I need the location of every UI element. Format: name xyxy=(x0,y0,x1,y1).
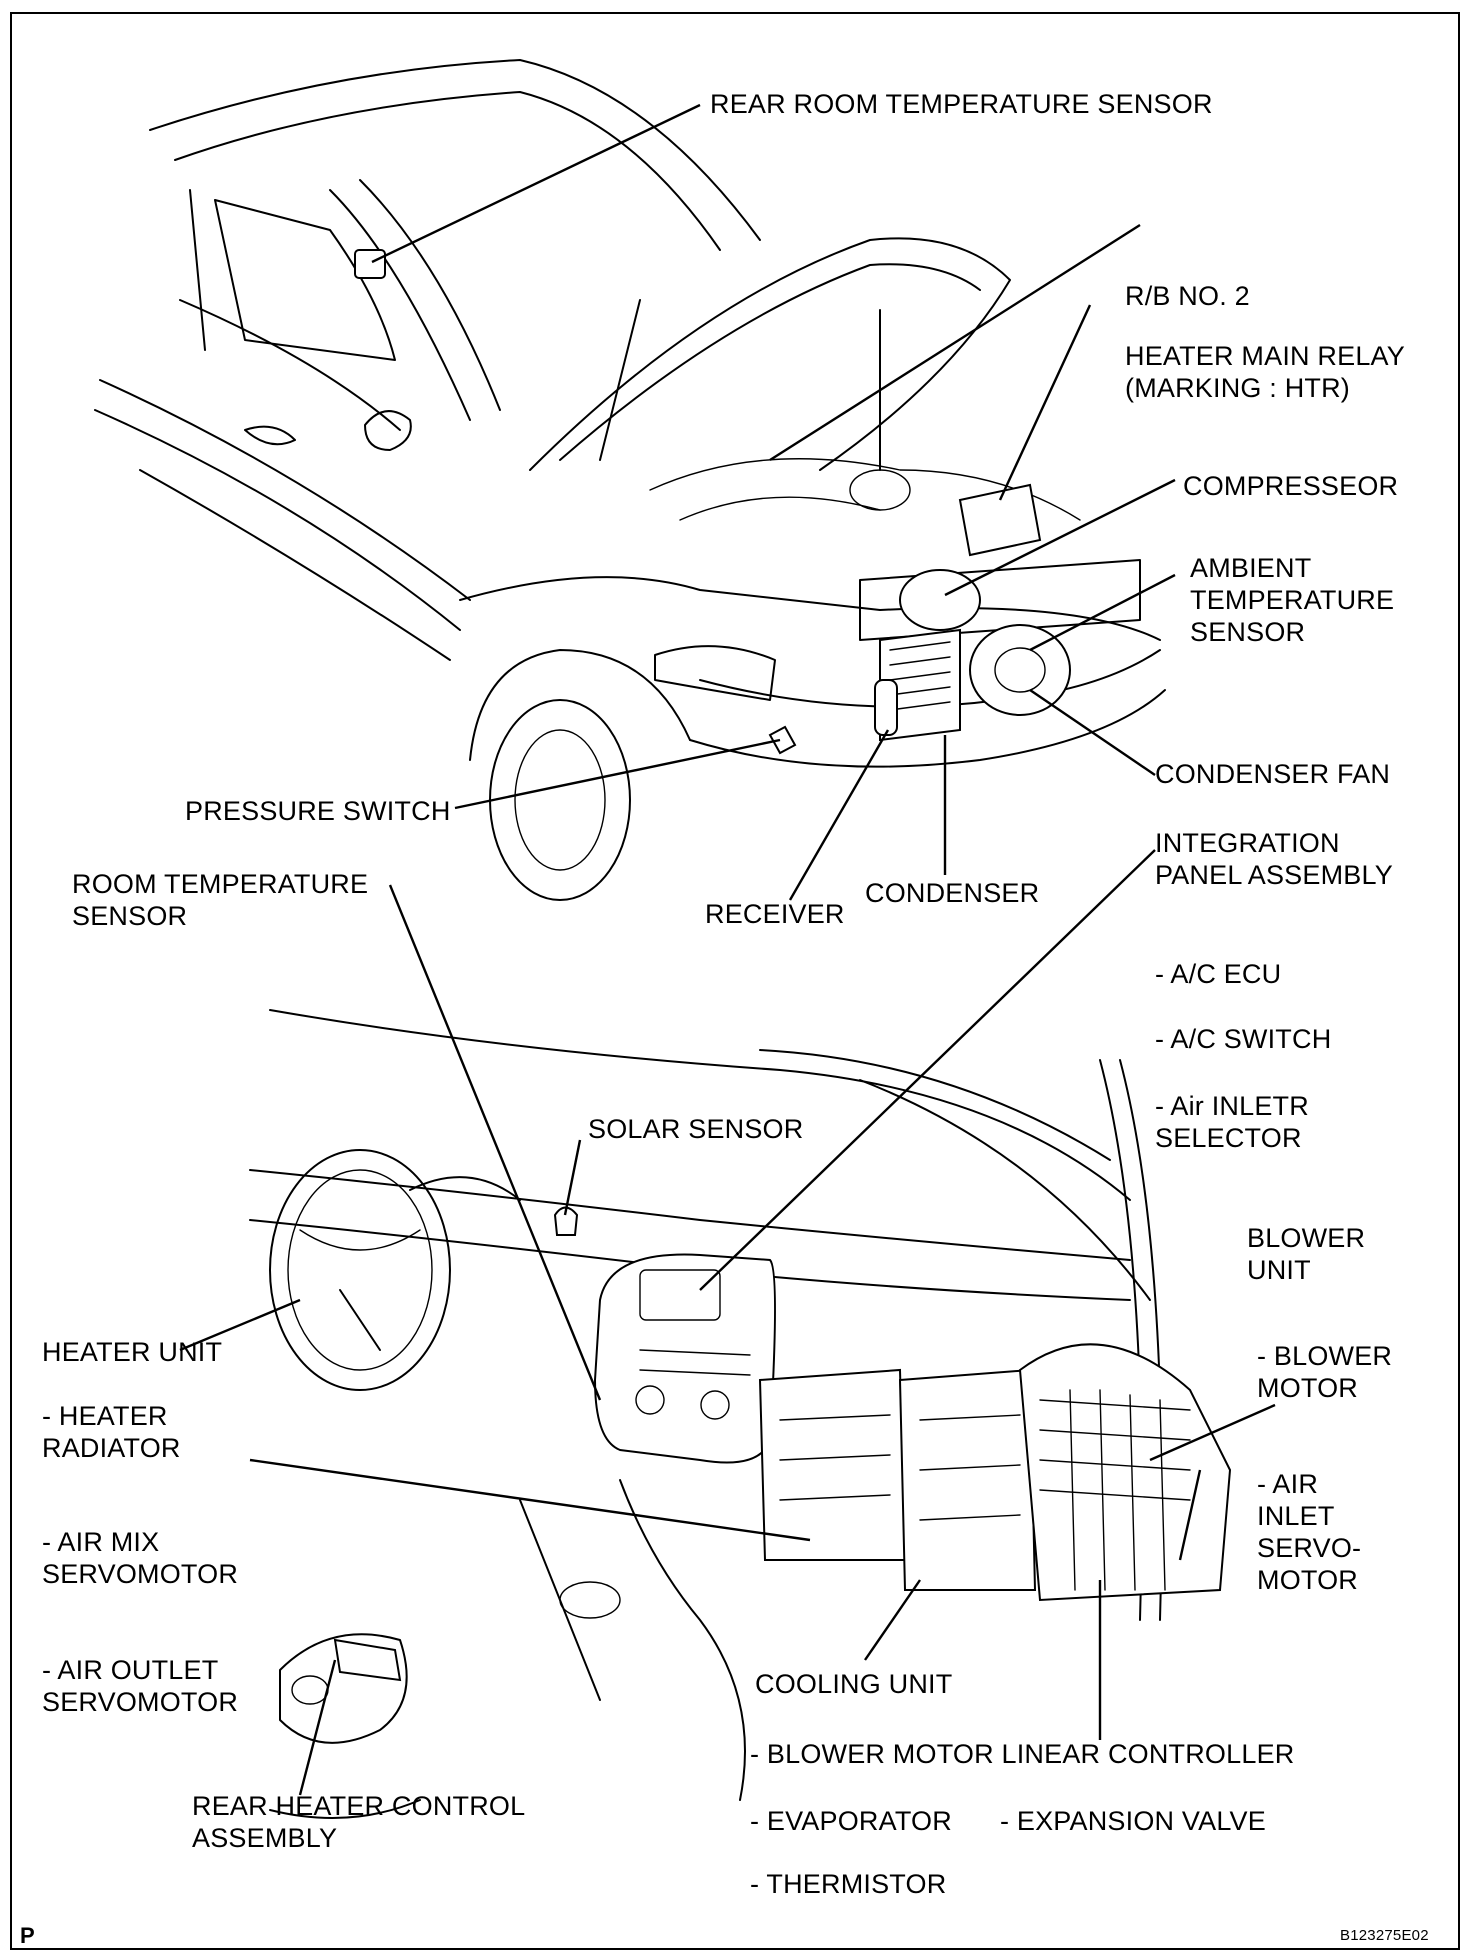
label-rear-heater-control-assembly: REAR HEATER CONTROL ASSEMBLY xyxy=(192,1791,526,1853)
label-air-inlet-selector: - Air INLETR SELECTOR xyxy=(1155,1091,1309,1153)
label-room-temperature-sensor: ROOM TEMPERATURE SENSOR xyxy=(72,869,369,931)
label-ac-switch: - A/C SWITCH xyxy=(1155,1024,1332,1054)
label-heater-radiator: - HEATER RADIATOR xyxy=(42,1401,181,1463)
label-ac-ecu: - A/C ECU xyxy=(1155,959,1282,989)
label-expansion-valve: - EXPANSION VALVE xyxy=(1000,1806,1266,1836)
label-condenser-fan: CONDENSER FAN xyxy=(1155,759,1391,789)
label-pressure-switch: PRESSURE SWITCH xyxy=(185,796,451,826)
label-heater-unit: HEATER UNIT xyxy=(42,1337,223,1367)
diagram-frame xyxy=(10,12,1460,1950)
leader-lines xyxy=(179,103,1276,1796)
label-heater-main-relay: HEATER MAIN RELAY (MARKING : HTR) xyxy=(1125,341,1405,403)
label-air-mix-servomotor: - AIR MIX SERVOMOTOR xyxy=(42,1527,239,1589)
label-cooling-unit: COOLING UNIT xyxy=(755,1669,953,1699)
dashboard-interior-drawing xyxy=(249,1009,1232,1819)
label-integration-panel-assembly: INTEGRATION PANEL ASSEMBLY xyxy=(1155,828,1393,890)
vehicle-exterior-drawing xyxy=(94,59,1166,901)
label-blower-unit: BLOWER UNIT xyxy=(1247,1223,1366,1285)
label-receiver: RECEIVER xyxy=(705,899,845,929)
label-blower-motor: - BLOWER MOTOR xyxy=(1257,1341,1393,1403)
label-condenser: CONDENSER xyxy=(865,878,1040,908)
label-rear-room-temperature-sensor: REAR ROOM TEMPERATURE SENSOR xyxy=(710,89,1213,119)
label-evaporator: - EVAPORATOR xyxy=(750,1806,952,1836)
figure-code: B123275E02 xyxy=(1340,1927,1429,1944)
label-solar-sensor: SOLAR SENSOR xyxy=(588,1114,804,1144)
label-compressor: COMPRESSEOR xyxy=(1183,471,1399,501)
label-air-outlet-servomotor: - AIR OUTLET SERVOMOTOR xyxy=(42,1655,239,1717)
corner-mark: P xyxy=(20,1923,35,1948)
label-ambient-temperature-sensor: AMBIENT TEMPERATURE SENSOR xyxy=(1190,553,1395,647)
label-rb-no2: R/B NO. 2 xyxy=(1125,281,1250,311)
label-air-inlet-servomotor: - AIR INLET SERVO- MOTOR xyxy=(1257,1469,1362,1595)
label-blower-motor-linear-controller: - BLOWER MOTOR LINEAR CONTROLLER xyxy=(750,1739,1295,1769)
label-thermistor: - THERMISTOR xyxy=(750,1869,947,1899)
